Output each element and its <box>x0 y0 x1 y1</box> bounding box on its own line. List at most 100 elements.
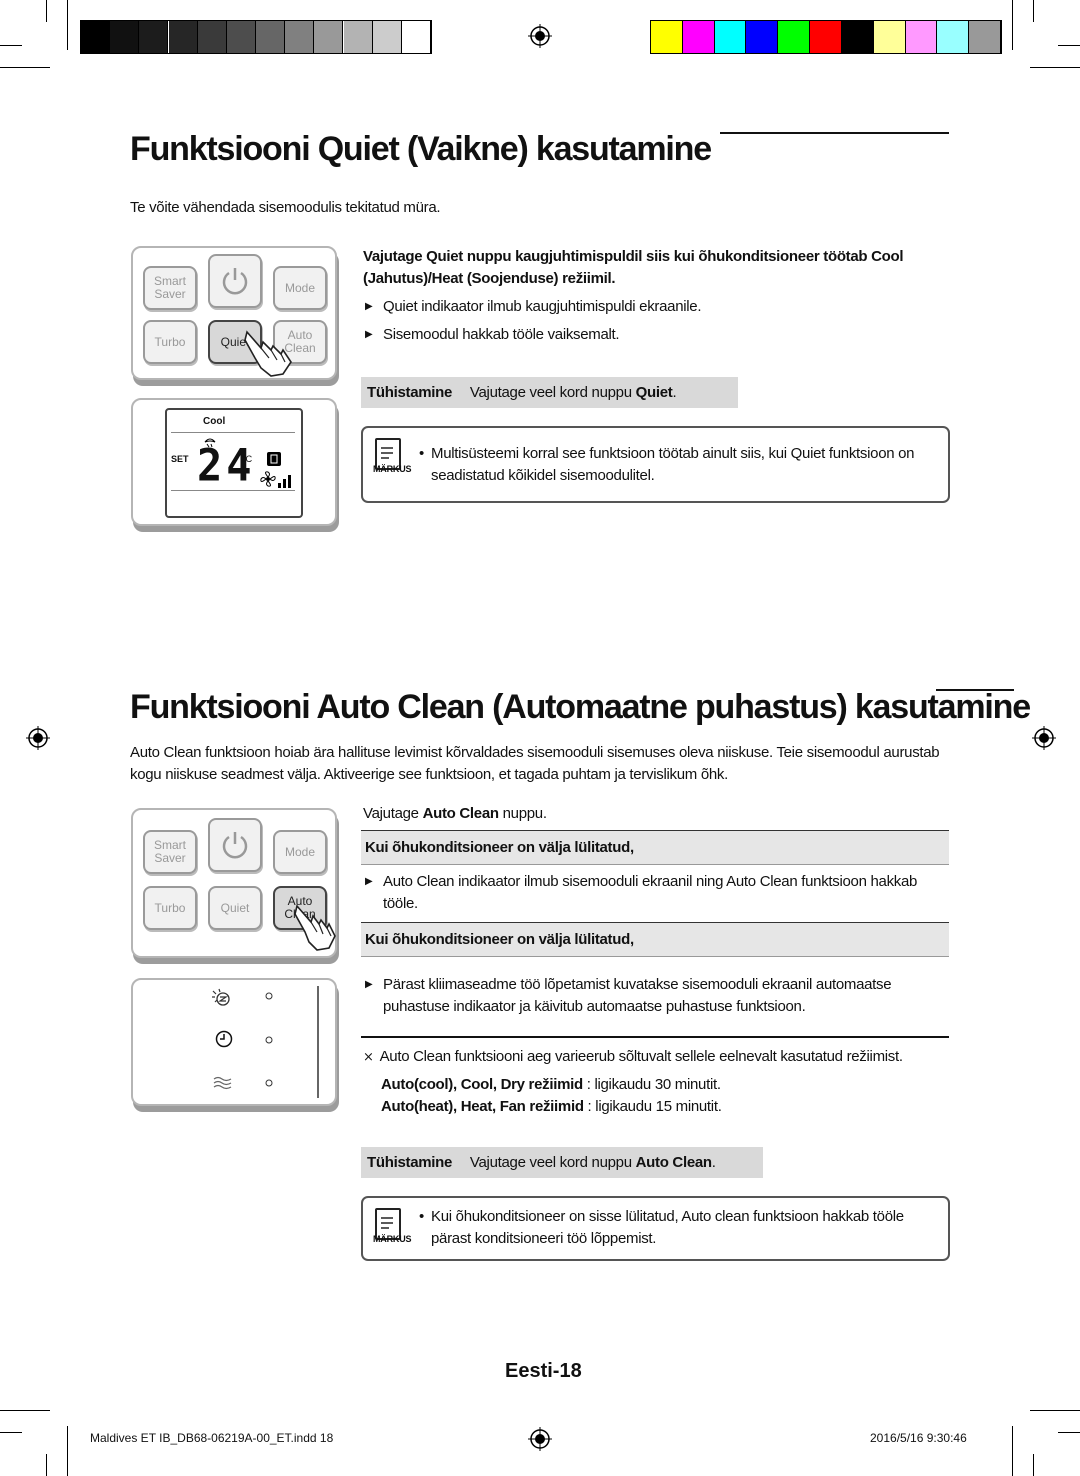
color-calibration-bar <box>650 20 1002 54</box>
subheader-off-2: Kui õhukonditsioneer on välja lülitatud, <box>361 922 949 957</box>
wind-free-icon <box>213 1076 232 1090</box>
auto-clean-footnote: ⨯Auto Clean funktsiooni aeg varieerub sõ… <box>363 1048 903 1065</box>
lcd-divider <box>171 490 295 491</box>
pointing-hand-icon <box>244 330 292 377</box>
indicator-led-icon <box>265 1036 273 1044</box>
quiet-bullet-1: Quiet indikaator ilmub kaugjuhtimispuldi… <box>363 296 702 318</box>
auto-clean-note-box: MÄRKUS • Kui õhukonditsioneer on sisse l… <box>361 1196 950 1261</box>
grayscale-calibration-bar <box>80 20 432 54</box>
color-swatch <box>714 21 747 53</box>
section-title-auto-clean: Funktsiooni Auto Clean (Automaatne puhas… <box>130 688 1031 726</box>
color-swatch <box>969 21 1001 53</box>
mode-button: Mode <box>273 266 327 310</box>
note-label: MÄRKUS <box>373 1234 412 1244</box>
auto-clean-note-line-2: pärast konditsioneeri töö lõppemist. <box>431 1230 657 1247</box>
auto-clean-intro: Auto Clean funktsioon hoiab ära hallitus… <box>130 744 940 783</box>
timer-icon <box>215 1030 233 1048</box>
turbo-button: Turbo <box>143 886 197 930</box>
section-divider <box>361 1036 949 1038</box>
power-button <box>208 254 262 308</box>
quiet-cancel-box: Tühistamine Vajutage veel kord nuppu Qui… <box>361 377 738 408</box>
indoor-unit-display <box>131 978 337 1106</box>
page-number: Eesti-18 <box>505 1360 582 1382</box>
quiet-instruction: Vajutage Quiet nuppu kaugjuhtimispuldil … <box>363 248 904 287</box>
title-rule <box>936 689 1014 691</box>
lcd-divider <box>171 432 295 433</box>
color-swatch <box>682 21 715 53</box>
signal-bars-icon <box>278 475 291 488</box>
indicator-led-icon <box>265 1079 273 1087</box>
quiet-note-line-2: seadistatud kõikidel sisemoodulitel. <box>431 467 655 484</box>
auto-clean-cancel-box: Tühistamine Vajutage veel kord nuppu Aut… <box>361 1147 763 1178</box>
auto-clean-bullet-2: Pärast kliimaseadme töö lõpetamist kuvat… <box>363 974 963 1018</box>
power-icon <box>222 268 248 295</box>
quiet-bullet-2: Sisemoodul hakkab tööle vaiksemalt. <box>363 324 620 346</box>
lcd-set-label: SET <box>171 454 189 464</box>
color-swatch <box>937 21 970 53</box>
quiet-note-box: MÄRKUS • Multisüsteemi korral see funkts… <box>361 426 950 503</box>
registration-mark-icon <box>528 1427 552 1451</box>
color-swatch <box>905 21 938 53</box>
quiet-note-line-1: Multisüsteemi korral see funktsioon tööt… <box>431 445 915 462</box>
gray-swatch <box>226 21 256 53</box>
footer-date: 2016/5/16 9:30:46 <box>870 1431 967 1445</box>
footer-file-info: Maldives ET IB_DB68-06219A-00_ET.indd 18 <box>90 1431 334 1445</box>
gray-swatch <box>168 21 198 53</box>
remote-signal-icon <box>267 452 281 466</box>
gray-swatch <box>139 21 169 53</box>
color-swatch <box>778 21 811 53</box>
auto-clean-instruction: Vajutage Auto Clean nuppu. <box>363 805 547 822</box>
subheader-off-1: Kui õhukonditsioneer on välja lülitatud, <box>361 830 949 865</box>
lcd-screen: Cool SET 24 °C <box>165 408 303 518</box>
auto-clean-time-1: Auto(cool), Cool, Dry režiimid : ligikau… <box>381 1076 721 1093</box>
power-button <box>208 818 262 872</box>
quiet-intro: Te võite vähendada sisemoodulis tekitatu… <box>130 199 441 216</box>
lcd-mode-label: Cool <box>203 416 226 427</box>
quiet-indicator-icon <box>204 438 216 448</box>
display-edge <box>317 986 319 1098</box>
gray-swatch <box>372 21 402 53</box>
note-icon <box>375 1208 401 1240</box>
quiet-button: Quiet <box>208 886 262 930</box>
registration-mark-icon <box>528 24 552 48</box>
color-swatch <box>651 21 683 53</box>
note-label: MÄRKUS <box>373 464 412 474</box>
gray-swatch <box>401 21 431 53</box>
gray-swatch <box>256 21 286 53</box>
gray-swatch <box>197 21 227 53</box>
lcd-temp-unit: °C <box>242 454 253 464</box>
registration-mark-icon <box>26 726 50 750</box>
auto-clean-note-line-1: Kui õhukonditsioneer on sisse lülitatud,… <box>431 1208 904 1225</box>
mode-button: Mode <box>273 830 327 874</box>
gray-swatch <box>285 21 315 53</box>
indicator-led-icon <box>265 992 273 1000</box>
gray-swatch <box>314 21 344 53</box>
power-icon <box>222 832 248 859</box>
gray-swatch <box>343 21 373 53</box>
gray-swatch <box>110 21 140 53</box>
note-bullet: • <box>419 445 425 462</box>
registration-mark-icon <box>1032 726 1056 750</box>
color-swatch <box>873 21 906 53</box>
gray-swatch <box>81 21 111 53</box>
color-swatch <box>746 21 779 53</box>
auto-clean-time-2: Auto(heat), Heat, Fan režiimid : ligikau… <box>381 1098 722 1115</box>
fan-icon <box>260 471 276 487</box>
color-swatch <box>810 21 842 53</box>
note-icon <box>375 438 401 470</box>
color-swatch <box>841 21 874 53</box>
remote-display-panel: Cool SET 24 °C <box>131 398 337 526</box>
section-title-quiet: Funktsiooni Quiet (Vaikne) kasutamine <box>130 130 712 168</box>
lcd-temperature: 24 <box>197 439 256 492</box>
title-rule <box>720 132 949 134</box>
auto-clean-indicator-icon <box>212 988 230 1006</box>
auto-clean-bullet-1: Auto Clean indikaator ilmub sisemooduli … <box>363 871 963 915</box>
note-bullet: • <box>419 1208 425 1225</box>
turbo-button: Turbo <box>143 320 197 364</box>
pointing-hand-icon <box>294 904 336 951</box>
